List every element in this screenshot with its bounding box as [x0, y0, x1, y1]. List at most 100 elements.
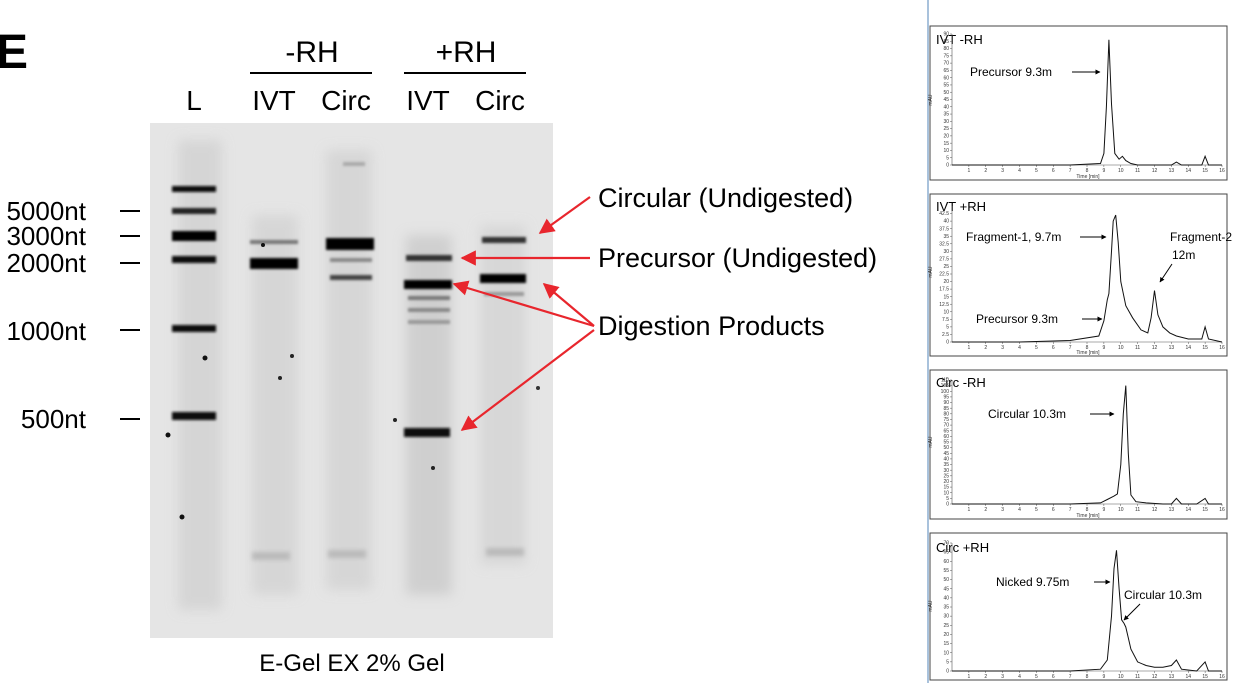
- y-tick-label: 2.5: [942, 332, 949, 338]
- x-tick-label: 16: [1219, 168, 1225, 174]
- panel-letter: E: [0, 26, 28, 79]
- y-tick-label: 60: [943, 559, 949, 565]
- gel-caption: E-Gel EX 2% Gel: [259, 650, 444, 677]
- y-tick-label: 20: [943, 133, 949, 139]
- x-tick-label: 9: [1102, 507, 1105, 513]
- y-tick-label: 10: [943, 148, 949, 154]
- x-tick-label: 15: [1202, 507, 1208, 513]
- x-tick-label: 5: [1035, 674, 1038, 680]
- y-tick-label: 55: [943, 568, 949, 574]
- chromatogram-circ-plus-rh: Circ +RH Nicked 9.75m Circular 10.3m mAU…: [928, 532, 1228, 681]
- x-tick-label: 5: [1035, 168, 1038, 174]
- y-tick-label: 30: [943, 468, 949, 474]
- x-tick-label: 3: [1001, 168, 1004, 174]
- red-arrows: [452, 196, 595, 431]
- y-tick-label: 70: [943, 61, 949, 67]
- chromatogram-title: Circ +RH: [936, 540, 989, 555]
- y-tick-label: 100: [941, 389, 950, 395]
- x-tick-label: 1: [967, 674, 970, 680]
- x-tick-label: 6: [1052, 674, 1055, 680]
- x-tick-label: 6: [1052, 168, 1055, 174]
- x-tick-label: 11: [1135, 507, 1140, 513]
- peak-label-fragment-2: Fragment-2: [1170, 230, 1232, 244]
- y-tick-label: 15: [943, 141, 949, 147]
- x-tick-label: 4: [1018, 674, 1021, 680]
- lane-label-ivt-minus: IVT: [252, 85, 296, 116]
- annotation-precursor-undigested: Precursor (Undigested): [598, 243, 877, 273]
- y-tick-label: 45: [943, 451, 949, 457]
- marker-label-2000: 2000nt: [6, 248, 86, 278]
- x-tick-label: 10: [1118, 345, 1124, 351]
- y-tick-label: 5: [946, 659, 949, 665]
- x-tick-label: 9: [1102, 345, 1105, 351]
- x-tick-label: 4: [1018, 168, 1021, 174]
- y-tick-label: 85: [943, 39, 949, 45]
- x-tick-label: 12: [1152, 168, 1158, 174]
- ylabel: mAU: [928, 94, 934, 106]
- x-tick-label: 3: [1001, 674, 1004, 680]
- y-tick-label: 25: [943, 473, 949, 479]
- y-tick-label: 15: [943, 641, 949, 647]
- y-tick-label: 40: [943, 104, 949, 110]
- chromatogram-circ-minus-rh: Circ -RH Circular 10.3m mAU Time [min] 1…: [928, 369, 1228, 520]
- y-tick-label: 37.5: [939, 226, 949, 232]
- y-tick-label: 50: [943, 445, 949, 451]
- x-tick-label: 9: [1102, 168, 1105, 174]
- y-tick-label: 35: [943, 234, 949, 240]
- peak-arrow-circular: [1123, 603, 1141, 621]
- x-tick-label: 6: [1052, 507, 1055, 513]
- ylabel: mAU: [928, 266, 934, 278]
- x-tick-label: 9: [1102, 674, 1105, 680]
- y-tick-label: 35: [943, 462, 949, 468]
- y-tick-label: 27.5: [939, 256, 949, 262]
- y-tick-label: 0: [946, 502, 949, 508]
- y-tick-label: 10: [943, 490, 949, 496]
- y-tick-label: 95: [943, 395, 949, 401]
- x-tick-label: 5: [1035, 345, 1038, 351]
- y-tick-label: 5: [946, 496, 949, 502]
- ylabel: mAU: [928, 436, 934, 448]
- y-tick-label: 80: [943, 46, 949, 52]
- x-tick-label: 2: [984, 507, 987, 513]
- x-tick-label: 12: [1152, 674, 1158, 680]
- y-tick-label: 7.5: [942, 317, 949, 323]
- y-tick-label: 15: [943, 485, 949, 491]
- y-tick-label: 80: [943, 411, 949, 417]
- x-tick-label: 1: [967, 345, 970, 351]
- x-tick-label: 16: [1219, 507, 1225, 513]
- x-tick-label: 13: [1169, 507, 1175, 513]
- y-tick-label: 45: [943, 97, 949, 103]
- arrow-digestion-3: [460, 329, 595, 431]
- peak-label-fragment-2-time: 12m: [1172, 248, 1195, 262]
- xlabel: Time [min]: [1076, 350, 1100, 356]
- y-tick-label: 10: [943, 309, 949, 315]
- y-tick-label: 17.5: [939, 287, 949, 293]
- x-tick-label: 5: [1035, 507, 1038, 513]
- x-tick-label: 8: [1086, 345, 1089, 351]
- marker-label-500: 500nt: [21, 404, 87, 434]
- y-tick-label: 50: [943, 90, 949, 96]
- y-tick-label: 35: [943, 605, 949, 611]
- annotation-circular-undigested: Circular (Undigested): [598, 183, 853, 213]
- xlabel: Time [min]: [1076, 513, 1100, 519]
- x-tick-label: 13: [1169, 345, 1175, 351]
- group-label-plus-rh: +RH: [436, 36, 497, 69]
- y-tick-label: 55: [943, 83, 949, 89]
- x-tick-label: 2: [984, 168, 987, 174]
- x-tick-label: 11: [1135, 345, 1140, 351]
- x-tick-label: 13: [1169, 168, 1175, 174]
- lane-label-ladder: L: [186, 85, 202, 116]
- y-tick-label: 22.5: [939, 272, 949, 278]
- y-tick-label: 40: [943, 457, 949, 463]
- x-tick-label: 15: [1202, 345, 1208, 351]
- x-tick-label: 11: [1135, 168, 1140, 174]
- arrow-digestion-2: [542, 283, 595, 327]
- x-tick-label: 2: [984, 674, 987, 680]
- x-tick-label: 8: [1086, 507, 1089, 513]
- chromatogram-ivt-plus-rh: IVT +RH Fragment-1, 9.7m Fragment-2 12m …: [928, 193, 1232, 357]
- x-tick-label: 14: [1185, 345, 1191, 351]
- peak-arrow-fragment-2: [1159, 263, 1173, 283]
- marker-label-5000: 5000nt: [6, 196, 86, 226]
